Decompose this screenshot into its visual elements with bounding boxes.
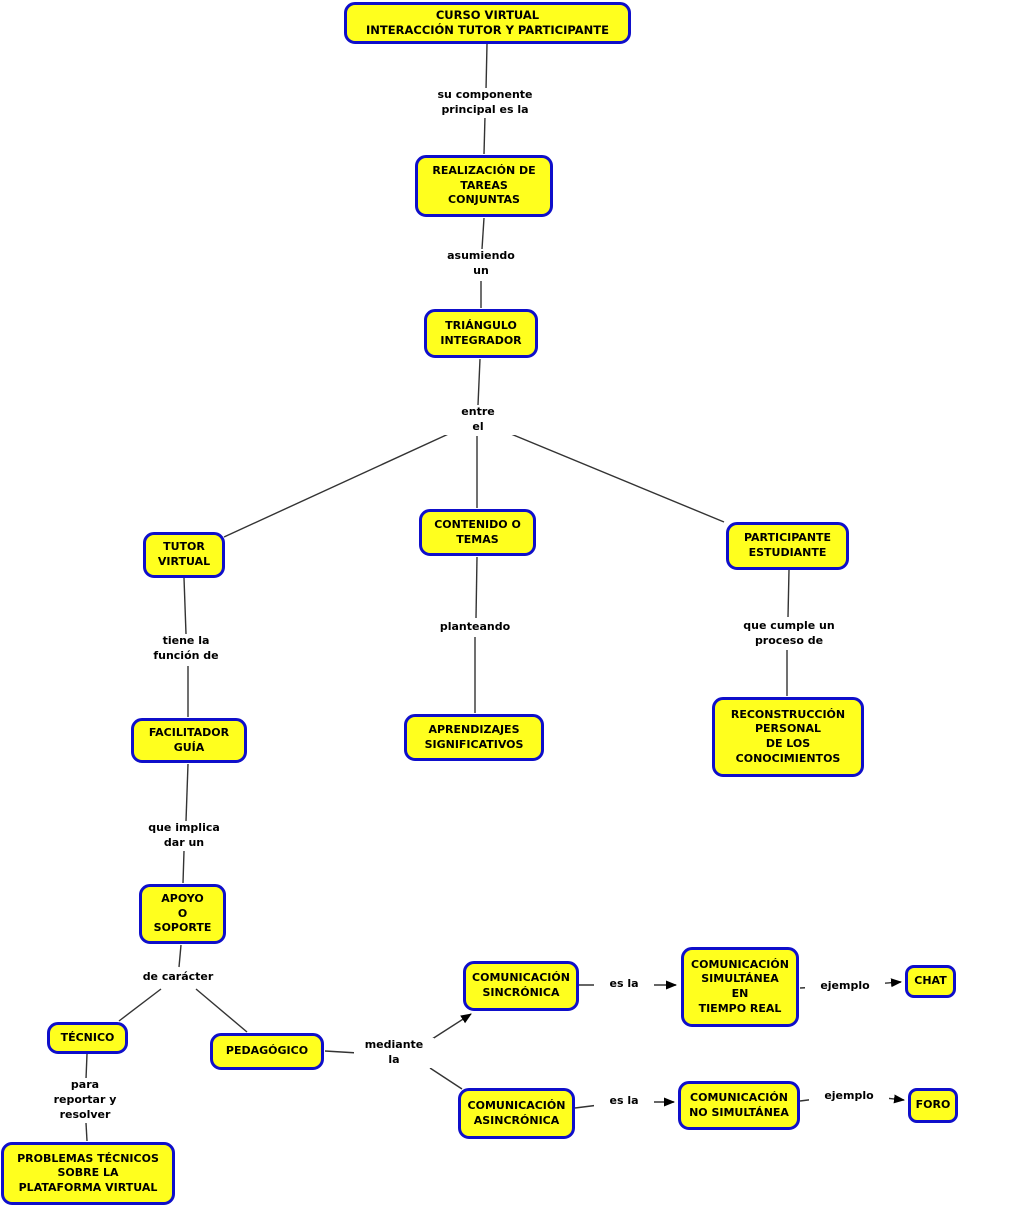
link-label-entre-el[interactable]: entre el (438, 405, 518, 435)
connector-apoyo-label (178, 944, 182, 968)
node-chat[interactable]: CHAT (905, 965, 956, 998)
link-label-tiene-la-funcion[interactable]: tiene la función de (136, 634, 236, 664)
node-problemas-tecnicos[interactable]: PROBLEMAS TÉCNICOS SOBRE LA PLATAFORMA V… (1, 1142, 175, 1205)
connector-entre-tutor (223, 430, 456, 538)
node-reconstruccion-personal[interactable]: RECONSTRUCCIÓN PERSONAL DE LOS CONOCIMIE… (712, 697, 864, 777)
link-label-mediante-la[interactable]: mediante la (354, 1038, 434, 1068)
connector-tecnico-label (85, 1053, 88, 1080)
connector-realizacion-label (481, 217, 485, 250)
node-aprendizajes-significativos[interactable]: APRENDIZAJES SIGNIFICATIVOS (404, 714, 544, 761)
node-comunicacion-no-simultanea[interactable]: COMUNICACIÓN NO SIMULTÁNEA (678, 1081, 800, 1130)
node-comunicacion-simultanea[interactable]: COMUNICACIÓN SIMULTÁNEA EN TIEMPO REAL (681, 947, 799, 1027)
link-label-planteando[interactable]: planteando (425, 620, 525, 635)
node-pedagogico[interactable]: PEDAGÓGICO (210, 1033, 324, 1070)
node-curso-virtual[interactable]: CURSO VIRTUAL INTERACCIÓN TUTOR Y PARTIC… (344, 2, 631, 44)
link-label-para-reportar[interactable]: para reportar y resolver (35, 1078, 135, 1123)
node-comunicacion-sincronica[interactable]: COMUNICACIÓN SINCRÓNICA (463, 961, 579, 1011)
connector-caracter-tecnico (118, 988, 162, 1022)
connector-mediante-asincronica (429, 1067, 463, 1090)
node-triangulo-integrador[interactable]: TRIÁNGULO INTEGRADOR (424, 309, 538, 358)
connector-pedagogico-label (324, 1050, 359, 1054)
link-label-ejemplo-chat[interactable]: ejemplo (805, 979, 885, 994)
connector-label-problemas (85, 1122, 88, 1142)
node-tutor-virtual[interactable]: TUTOR VIRTUAL (143, 532, 225, 578)
node-foro[interactable]: FORO (908, 1088, 958, 1123)
node-tecnico[interactable]: TÉCNICO (47, 1022, 128, 1054)
link-label-de-caracter[interactable]: de carácter (128, 970, 228, 985)
connector-caracter-pedagogico (195, 988, 248, 1033)
link-label-es-la-sincronica[interactable]: es la (594, 977, 654, 992)
link-label-asumiendo-un[interactable]: asumiendo un (431, 249, 531, 279)
connector-contenido-label (475, 556, 478, 619)
connector-facilitador-label (185, 763, 189, 822)
connector-triangulo-label (477, 358, 481, 406)
connector-participante-label (787, 569, 790, 618)
connector-mediante-sincronica (428, 1013, 472, 1042)
node-facilitador-guia[interactable]: FACILITADOR GUÍA (131, 718, 247, 763)
link-label-que-implica[interactable]: que implica dar un (134, 821, 234, 851)
node-realizacion-tareas[interactable]: REALIZACIÓN DE TAREAS CONJUNTAS (415, 155, 553, 217)
node-comunicacion-asincronica[interactable]: COMUNICACIÓN ASINCRÓNICA (458, 1088, 575, 1139)
link-label-su-componente[interactable]: su componente principal es la (425, 88, 545, 118)
node-apoyo-soporte[interactable]: APOYO O SOPORTE (139, 884, 226, 944)
connector-curso-label (485, 43, 488, 91)
link-label-ejemplo-foro[interactable]: ejemplo (809, 1089, 889, 1104)
connector-tutor-label (183, 577, 187, 635)
connector-label-realizacion (483, 115, 486, 155)
link-label-es-la-asincronica[interactable]: es la (594, 1094, 654, 1109)
node-contenido-temas[interactable]: CONTENIDO O TEMAS (419, 509, 536, 556)
node-participante-estudiante[interactable]: PARTICIPANTE ESTUDIANTE (726, 522, 849, 570)
connector-label-apoyo (182, 850, 185, 884)
link-label-que-cumple[interactable]: que cumple un proceso de (729, 619, 849, 649)
connector-entre-participante (498, 428, 725, 523)
